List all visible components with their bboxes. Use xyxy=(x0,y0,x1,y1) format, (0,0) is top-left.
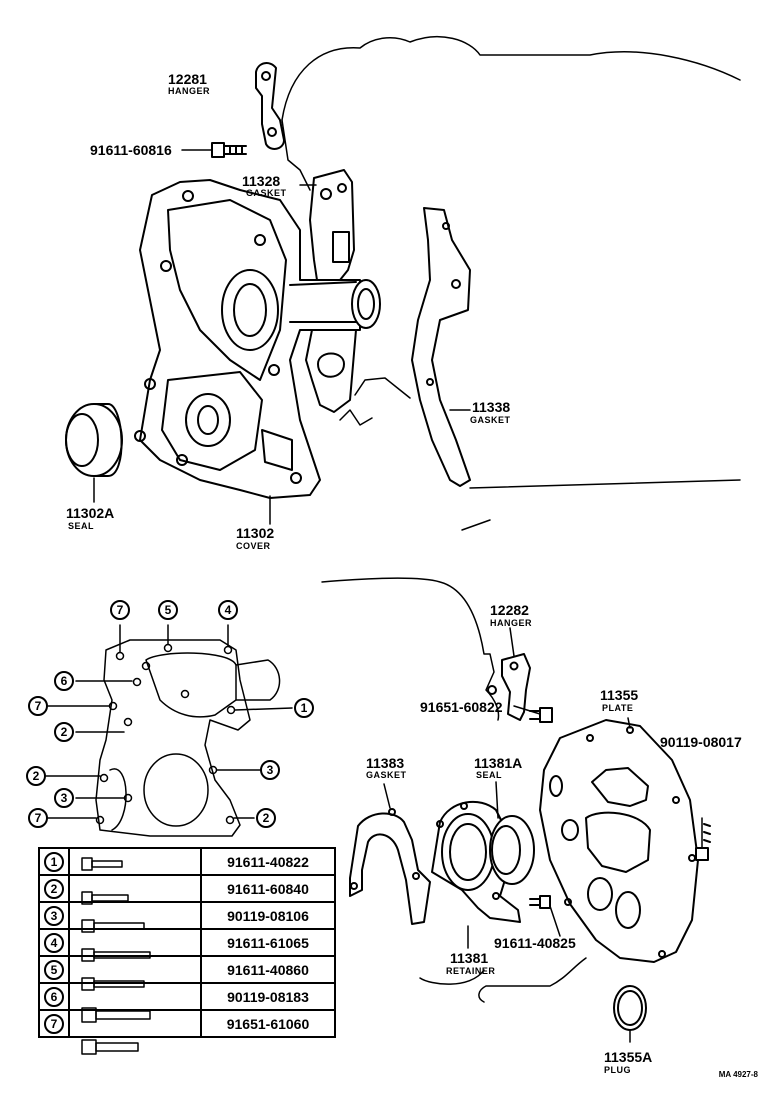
part-number-91611-60816: 91611-60816 xyxy=(90,142,172,158)
part-number-11328: 11328 xyxy=(242,173,281,189)
part-name-hanger-12281: HANGER xyxy=(168,86,211,96)
bolt-marker: 7 xyxy=(28,808,48,828)
part-number-91651-60822: 91651-60822 xyxy=(420,699,503,715)
part-name-cover-11302: COVER xyxy=(236,541,271,551)
bolt-icon-cell xyxy=(68,901,202,930)
bolt-key: 7 xyxy=(44,1013,64,1034)
bolt-icon-cell xyxy=(68,928,202,957)
engine-block-outline-bottom xyxy=(321,577,587,1003)
table-row: 3 90119-08106 xyxy=(38,901,336,930)
part-name-seal-11381A: SEAL xyxy=(476,770,503,780)
plug-11355A-drawing xyxy=(613,985,647,1043)
part-number-11302A: 11302A xyxy=(66,505,115,521)
bolt-key: 1 xyxy=(44,851,64,872)
bolt-marker: 2 xyxy=(54,722,74,742)
bolt-icon-cell xyxy=(68,874,202,903)
part-name-plate-11355: PLATE xyxy=(602,703,634,713)
part-name-gasket-11383: GASKET xyxy=(366,770,407,780)
bolt-marker: 3 xyxy=(260,760,280,780)
part-name-plug-11355A: PLUG xyxy=(604,1065,632,1075)
part-name-retainer-11381: RETAINER xyxy=(446,966,496,976)
bolt-key: 3 xyxy=(44,905,64,926)
bolt-91651-60822-drawing xyxy=(513,705,553,723)
seal-11302A-drawing xyxy=(65,403,123,503)
bolt-key: 5 xyxy=(44,959,64,980)
reference-code: MA 4927-8 xyxy=(718,1070,758,1079)
bolt-91611-60816-drawing xyxy=(181,142,247,158)
bolt-part-number: 91611-40860 xyxy=(200,955,336,984)
table-row: 1 91611-40822 xyxy=(38,847,336,876)
hanger-12282-drawing xyxy=(487,627,531,721)
part-number-11383: 11383 xyxy=(366,755,405,771)
part-number-11381A: 11381A xyxy=(474,755,523,771)
part-number-11338: 11338 xyxy=(472,399,511,415)
table-row: 7 91651-61060 xyxy=(38,1009,336,1038)
bolt-part-number: 91611-61065 xyxy=(200,928,336,957)
bolt-marker: 2 xyxy=(256,808,276,828)
part-number-91611-40825: 91611-40825 xyxy=(494,935,576,951)
bolt-part-number: 91651-61060 xyxy=(200,1009,336,1038)
part-name-seal-11302A: SEAL xyxy=(68,521,95,531)
bolt-icon-cell xyxy=(68,1009,202,1038)
bolt-part-number: 90119-08106 xyxy=(200,901,336,930)
bolt-key: 6 xyxy=(44,986,64,1007)
bolt-icon-cell xyxy=(68,955,202,984)
bolt-part-number: 90119-08183 xyxy=(200,982,336,1011)
gasket-11383-drawing xyxy=(349,783,431,925)
bolt-key: 2 xyxy=(44,878,64,899)
bolt-90119-08017-drawing xyxy=(695,817,711,861)
bolt-marker: 7 xyxy=(28,696,48,716)
part-name-gasket-11338: GASKET xyxy=(470,415,511,425)
part-number-12282: 12282 xyxy=(490,602,529,618)
bolt-marker: 3 xyxy=(54,788,74,808)
bolt-marker: 5 xyxy=(158,600,178,620)
bolt-legend-table: 1 91611-40822 2 91611-60840 3 90119-0810… xyxy=(38,847,336,1038)
part-name-hanger-12282: HANGER xyxy=(490,618,533,628)
cover-bolt-location-view xyxy=(45,624,293,837)
gasket-11338-drawing xyxy=(411,207,471,487)
table-row: 2 91611-60840 xyxy=(38,874,336,903)
bolt-part-number: 91611-40822 xyxy=(200,847,336,876)
part-number-90119-08017: 90119-08017 xyxy=(660,734,742,750)
bolt-icon-cell xyxy=(68,847,202,876)
part-name-gasket-11328: GASKET xyxy=(246,188,287,198)
part-number-12281: 12281 xyxy=(168,71,207,87)
part-number-11355A: 11355A xyxy=(604,1049,653,1065)
bolt-marker: 2 xyxy=(26,766,46,786)
timing-cover-11302-drawing xyxy=(134,179,381,525)
seal-11381A-drawing xyxy=(489,781,535,885)
part-number-11381: 11381 xyxy=(450,950,489,966)
table-row: 4 91611-61065 xyxy=(38,928,336,957)
bolt-icon-cell xyxy=(68,982,202,1011)
hanger-12281-drawing xyxy=(255,62,285,150)
plate-11355-drawing xyxy=(539,717,699,963)
bolt-part-number: 91611-60840 xyxy=(200,874,336,903)
bolt-marker: 7 xyxy=(110,600,130,620)
bolt-marker: 1 xyxy=(294,698,314,718)
part-number-11302: 11302 xyxy=(236,525,275,541)
bolt-key: 4 xyxy=(44,932,64,953)
bolt-91611-40825-drawing xyxy=(529,895,561,937)
table-row: 6 90119-08183 xyxy=(38,982,336,1011)
table-row: 5 91611-40860 xyxy=(38,955,336,984)
part-number-11355: 11355 xyxy=(600,687,639,703)
bolt-marker: 6 xyxy=(54,671,74,691)
bolt-marker: 4 xyxy=(218,600,238,620)
